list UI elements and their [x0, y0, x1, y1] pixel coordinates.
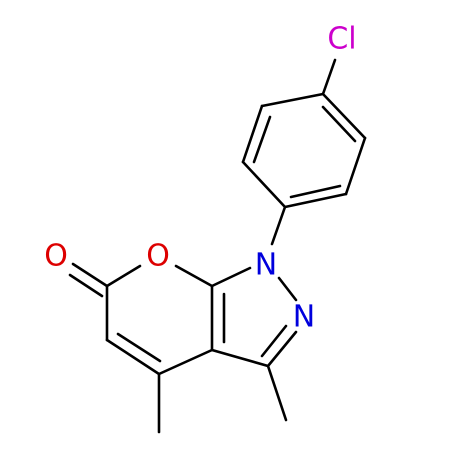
bond-c3-methyl	[266, 364, 288, 422]
bond-c3-c3a	[210, 348, 270, 368]
chlorophenyl-ring	[241, 58, 367, 209]
bond-c5-c4-inner	[116, 332, 162, 363]
pyranone-ring	[105, 264, 214, 376]
bond-c5-c4	[105, 338, 161, 376]
bond-c6-o-carbonyl-1	[71, 262, 109, 288]
bond-c6-o-carbonyl-2	[68, 273, 104, 298]
bond-n2-c3	[266, 330, 298, 368]
bond-c4-c3a	[157, 348, 214, 376]
bond-ring-top-left	[260, 92, 325, 108]
atom-label-ring-oxygen: O	[146, 239, 170, 274]
atom-label-carbonyl-oxygen: O	[44, 239, 68, 274]
bond-ring-o-c6	[105, 264, 142, 288]
bond-n1-c7a	[210, 266, 252, 288]
pyrazole-ring	[210, 266, 298, 368]
bond-phenyl-n1	[270, 205, 287, 246]
bond-n1-n2	[277, 276, 298, 302]
atom-label-n1: N	[255, 248, 277, 283]
atom-label-chlorine: Cl	[327, 22, 356, 57]
bond-ring-left-upper	[241, 104, 264, 164]
atom-label-n2: N	[293, 300, 315, 335]
bond-ring-bottom-inner	[289, 184, 342, 199]
bond-ring-top-right-inner	[321, 105, 357, 143]
bond-c-cl	[321, 58, 337, 96]
bond-ring-left-lower	[241, 160, 287, 209]
bond-ring-left-upper-inner	[252, 115, 272, 164]
bond-n2-c3-inner	[260, 324, 288, 358]
bond-ring-top-right	[321, 92, 367, 140]
bond-ring-right	[344, 136, 367, 196]
bond-c7a-ring-o	[174, 264, 214, 288]
bond-ring-bottom	[283, 192, 348, 209]
